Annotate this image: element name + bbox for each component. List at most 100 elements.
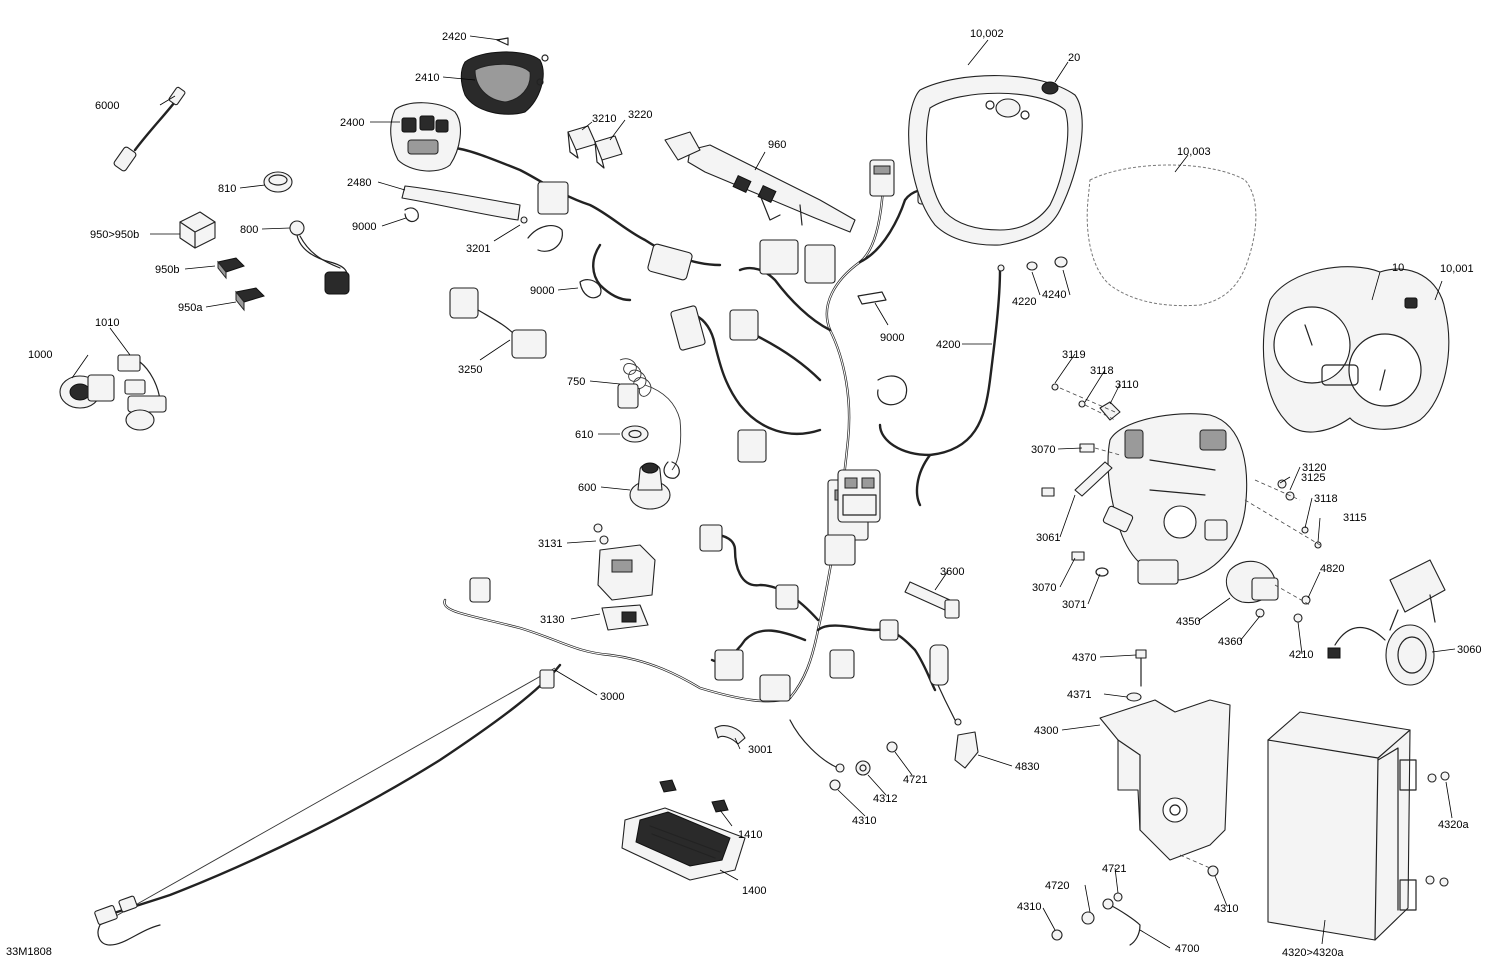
part-throttle-housing [1102,413,1248,585]
callout-4310-a: 4310 [852,815,876,827]
callout-9000-a: 9000 [352,221,376,233]
callout-2420: 2420 [442,31,466,43]
part-1010-harness [117,354,167,431]
callout-3071: 3071 [1062,599,1086,611]
callout-3119: 3119 [1062,349,1086,361]
part-4721-nut-a [886,741,898,753]
part-4200-ground-cable [878,264,1005,507]
part-4350-sensor [1225,560,1279,604]
callout-4830: 4830 [1015,761,1039,773]
part-9000-strap-c [857,291,908,406]
callout-2480: 2480 [347,177,371,189]
callout-960: 960 [768,139,786,151]
part-4240-nut [1054,256,1068,268]
part-3130-module [597,544,656,631]
part-750-coil-cord [617,358,682,479]
callout-3130: 3130 [540,614,564,626]
part-4310-bolt-a [829,779,841,791]
callout-1400: 1400 [742,885,766,897]
callout-4360: 4360 [1218,636,1242,648]
part-2410-cover [460,51,549,115]
callout-2410: 2410 [415,72,439,84]
callout-4200: 4200 [936,339,960,351]
callout-4300: 4300 [1034,725,1058,737]
callout-9000-b: 9000 [530,285,554,297]
callout-610: 610 [575,429,593,441]
callout-4220: 4220 [1012,296,1036,308]
callout-3061: 3061 [1036,532,1060,544]
callout-3115: 3115 [1343,512,1367,524]
part-1410-nut [659,779,729,813]
callout-800: 800 [240,224,258,236]
callout-2400: 2400 [340,117,364,129]
callout-4350: 4350 [1176,616,1200,628]
callout-750: 750 [567,376,585,388]
part-4371-washer [1126,692,1142,702]
part-10002-bezel [908,75,1083,246]
part-10003-lens [1086,164,1257,307]
part-4370-bolt [1135,649,1147,687]
callout-4240: 4240 [1042,289,1066,301]
part-600-switch [629,462,671,510]
callout-4370: 4370 [1072,652,1096,664]
callout-4320-range: 4320>4320a [1282,947,1344,959]
callout-3110: 3110 [1115,379,1139,391]
callout-1000: 1000 [28,349,52,361]
callout-950a: 950a [178,302,203,314]
part-1400-connector [621,807,746,881]
part-20-grommet [1041,81,1059,95]
callout-3220: 3220 [628,109,652,121]
throttle-hardware [1041,383,1322,623]
callout-10001: 10,001 [1440,263,1474,275]
callout-4820: 4820 [1320,563,1344,575]
figure-reference: 33M1808 [6,946,52,958]
part-3061-arm [1074,461,1113,497]
callout-3118-a: 3118 [1090,365,1114,377]
part-3131-screw [593,523,609,545]
callout-10003: 10,003 [1177,146,1211,158]
callout-3118-b: 3118 [1314,493,1338,505]
part-2400-switch-housing [390,102,461,172]
part-2480-sleeve [401,185,521,221]
callout-810: 810 [218,183,236,195]
part-810-cap [263,171,293,193]
callout-600: 600 [578,482,596,494]
part-950a-rocker [235,287,265,312]
part-4220-washer [1026,261,1038,271]
callout-3001: 3001 [748,744,772,756]
callout-4721-a: 4721 [903,774,927,786]
part-4700-ground-strap [1051,892,1141,946]
part-950b-rocker [217,257,245,280]
callout-1010: 1010 [95,317,119,329]
callout-9000-c: 9000 [880,332,904,344]
part-3220-relay [594,135,623,169]
callout-1410: 1410 [738,829,762,841]
part-3201-screw [520,216,528,224]
callout-4700: 4700 [1175,943,1199,955]
callout-4721-b: 4721 [1102,863,1126,875]
callout-3600: 3600 [940,566,964,578]
callout-20: 20 [1068,52,1080,64]
leader-lines [71,35,1456,949]
part-3060-motor [1327,559,1446,686]
part-4300-bracket [1099,699,1231,861]
callout-4312: 4312 [873,793,897,805]
callout-6000: 6000 [95,100,119,112]
part-4320a-hardware [1425,771,1450,887]
callout-3060: 3060 [1457,644,1481,656]
callout-3070-a: 3070 [1031,444,1055,456]
callout-4310-c: 4310 [1017,901,1041,913]
part-3110-sensor [1099,401,1121,421]
fuse-block [837,469,881,523]
callout-3120: 3120 [1302,462,1326,474]
callout-4720: 4720 [1045,880,1069,892]
part-3250-connector [449,287,547,359]
callout-4320a-small: 4320a [1438,819,1469,831]
part-1000-ignition-switch [59,374,115,409]
part-10-instrument-cluster [1262,266,1450,433]
part-6000-cable [113,86,186,172]
part-3600-sensor [904,581,960,619]
part-950-switch [179,211,216,249]
callout-950b: 950b [155,264,179,276]
part-610-nut [621,425,649,443]
